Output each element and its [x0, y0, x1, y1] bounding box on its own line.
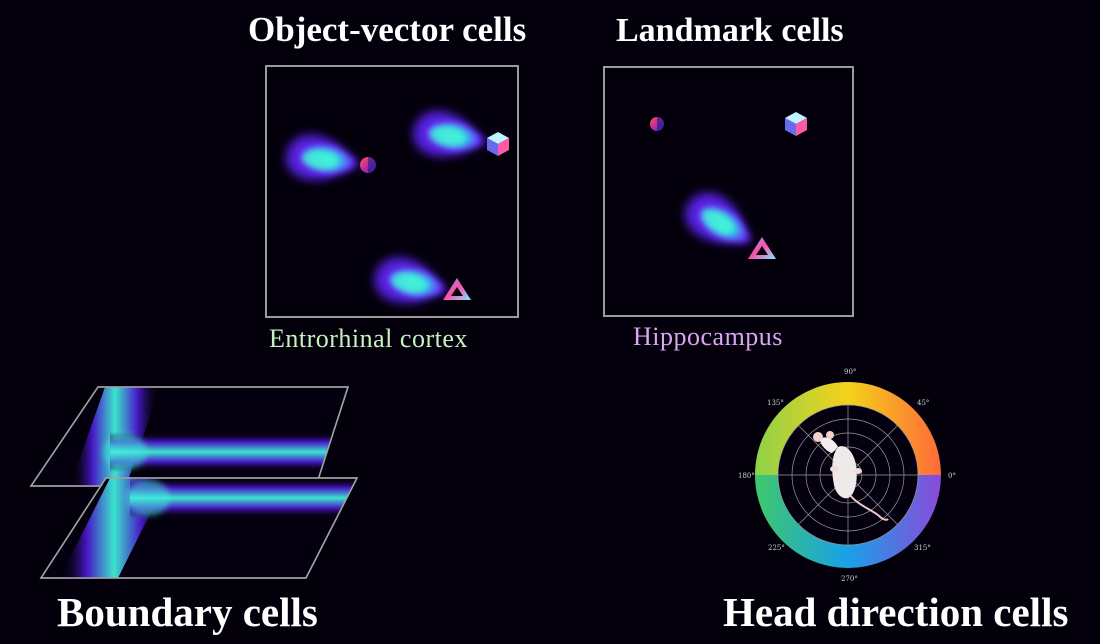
firing-field-cube	[410, 107, 491, 163]
rat-icon	[813, 431, 889, 521]
compass-ring-bottom	[755, 475, 941, 568]
firing-field-sphere	[284, 132, 363, 186]
angle-labels: 90° 45° 0° 315° 270° 225° 180° 135°	[738, 368, 956, 583]
boundary-title: Boundary cells	[57, 589, 318, 635]
sphere-landmark-icon	[650, 117, 664, 131]
cube-landmark-icon	[487, 132, 509, 156]
object-vector-panel	[265, 65, 519, 318]
head-direction-title: Head direction cells	[723, 589, 1069, 635]
angle-label-315: 315°	[914, 544, 931, 552]
hippocampus-caption: Hippocampus	[633, 322, 783, 351]
angle-label-225: 225°	[768, 544, 785, 552]
triangle-landmark-icon	[443, 278, 471, 300]
angle-label-270: 270°	[841, 575, 858, 583]
angle-label-0: 0°	[948, 472, 956, 480]
landmark-panel	[603, 66, 854, 317]
head-direction-polar	[755, 382, 941, 568]
boundary-plane-top	[29, 386, 350, 487]
landmark-box	[603, 66, 854, 317]
cube-landmark-icon	[785, 112, 807, 136]
landmark-title: Landmark cells	[616, 12, 844, 49]
angle-label-45: 45°	[917, 399, 929, 407]
object-vector-title: Object-vector cells	[248, 10, 527, 49]
firing-field-triangle	[371, 253, 453, 312]
object-vector-box	[265, 65, 519, 318]
firing-field-landmark	[677, 184, 763, 261]
angle-label-90: 90°	[844, 368, 856, 376]
angle-label-180: 180°	[738, 472, 755, 480]
compass-ring-top	[755, 382, 941, 475]
boundary-plane-bottom	[39, 477, 359, 579]
entorhinal-caption: Entrorhinal cortex	[269, 324, 468, 353]
triangle-landmark-icon	[748, 237, 776, 259]
angle-label-135: 135°	[767, 399, 784, 407]
sphere-landmark-icon	[360, 157, 376, 173]
